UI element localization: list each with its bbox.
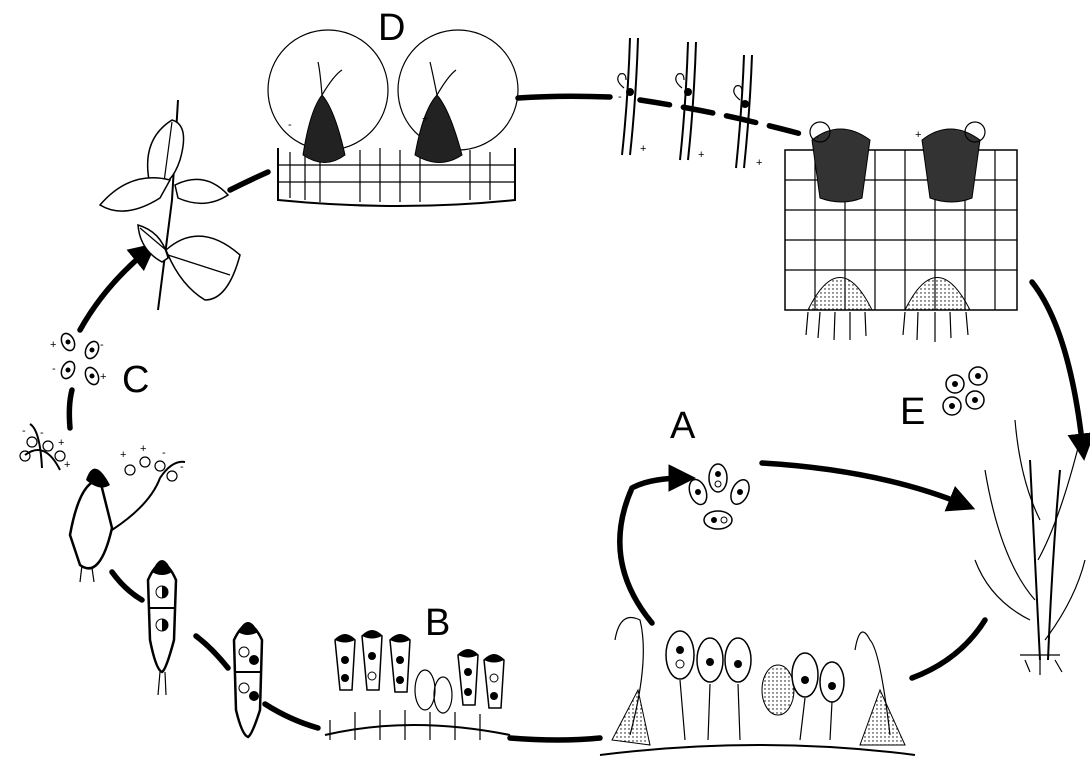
svg-text:+: + [64, 459, 70, 471]
svg-text:+: + [50, 339, 56, 351]
basidiospores-c: + - - + [50, 331, 106, 386]
flexuous-hyphae-illustration: - + + + [618, 38, 763, 169]
connector-grass-to-uredinia [912, 620, 985, 678]
svg-text:+: + [422, 113, 428, 125]
arrow-aecia-to-grass [1032, 282, 1083, 450]
d-minus-left: - [288, 119, 292, 131]
basidia-illustration: - - + + + + - - [20, 424, 185, 582]
teliospore-cluster [335, 630, 504, 713]
grass-host-illustration [975, 420, 1085, 675]
svg-text:-: - [618, 91, 622, 103]
svg-text:-: - [40, 427, 44, 439]
svg-text:+: + [698, 149, 704, 161]
connector-pycnia-to-aecia [640, 100, 805, 135]
pycnia-illustration: - + [268, 30, 518, 206]
svg-text:-: - [288, 119, 292, 131]
label-e: E [900, 391, 925, 433]
label-d: D [378, 7, 405, 49]
connector-uredinia-to-b [510, 738, 600, 740]
connector-d-to-pycnia [518, 96, 610, 98]
label-c: C [122, 359, 149, 401]
connector-b-to-teliospores [265, 704, 318, 728]
arrow-uredinia-to-a [620, 478, 685, 623]
svg-text:+: + [120, 449, 126, 461]
aecia-illustration: - + [785, 122, 1017, 342]
svg-text:-: - [100, 339, 104, 351]
svg-text:-: - [52, 363, 56, 375]
svg-text:-: - [180, 461, 184, 473]
svg-text:+: + [915, 129, 921, 141]
svg-text:+: + [140, 443, 146, 455]
uredinium-illustration [600, 618, 915, 756]
svg-text:+: + [100, 371, 106, 383]
label-b: B [425, 602, 450, 644]
d-plus-right: + [422, 113, 428, 125]
urediniospores-a [686, 464, 753, 529]
telium-illustration [325, 630, 510, 740]
connector-basidia-to-teliospore [112, 572, 142, 600]
arrow-a-to-grass [762, 463, 965, 505]
teliospores-enlarged [148, 560, 262, 737]
svg-text:-: - [22, 425, 26, 437]
svg-text:+: + [58, 437, 64, 449]
svg-text:-: - [162, 447, 166, 459]
connector-host-to-d [230, 172, 268, 190]
svg-text:+: + [756, 157, 762, 169]
svg-text:-: - [815, 131, 819, 143]
connector-teliospores-link [196, 636, 228, 668]
label-a: A [670, 405, 696, 447]
arrow-c-to-host [80, 250, 148, 330]
aeciospores-e [943, 367, 987, 415]
svg-text:+: + [640, 143, 646, 155]
connector-basidia-to-c [69, 390, 72, 428]
